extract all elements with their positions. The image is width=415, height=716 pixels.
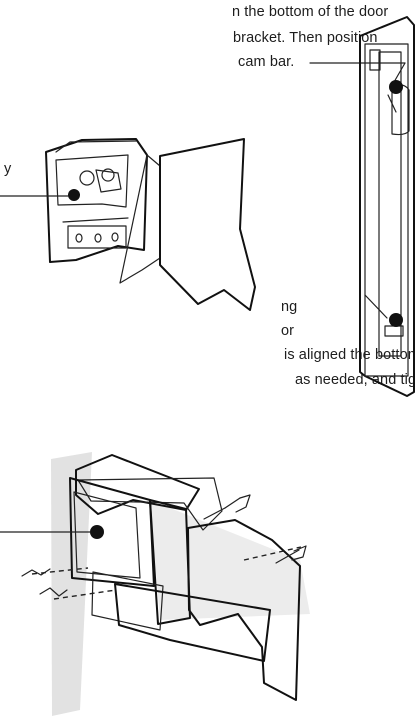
instruction-line-1: n the bottom of the door <box>232 4 389 20</box>
instruction-line-3: cam bar. <box>238 54 295 70</box>
closure-mounting-illustration <box>0 452 310 716</box>
door-bottom-marker <box>389 313 403 327</box>
door-top-marker <box>389 80 403 94</box>
closure-marker <box>90 525 104 539</box>
instruction-line-7: is aligned the bottom <box>284 347 415 363</box>
instruction-line-6: or <box>281 323 295 339</box>
instruction-line-2: bracket. Then position <box>233 30 378 46</box>
instruction-line-4: y <box>4 161 12 177</box>
bracket-closeup-illustration <box>0 138 256 311</box>
door-illustration <box>359 16 415 397</box>
bracket-marker <box>68 189 80 201</box>
instruction-line-5: ng <box>281 299 298 315</box>
